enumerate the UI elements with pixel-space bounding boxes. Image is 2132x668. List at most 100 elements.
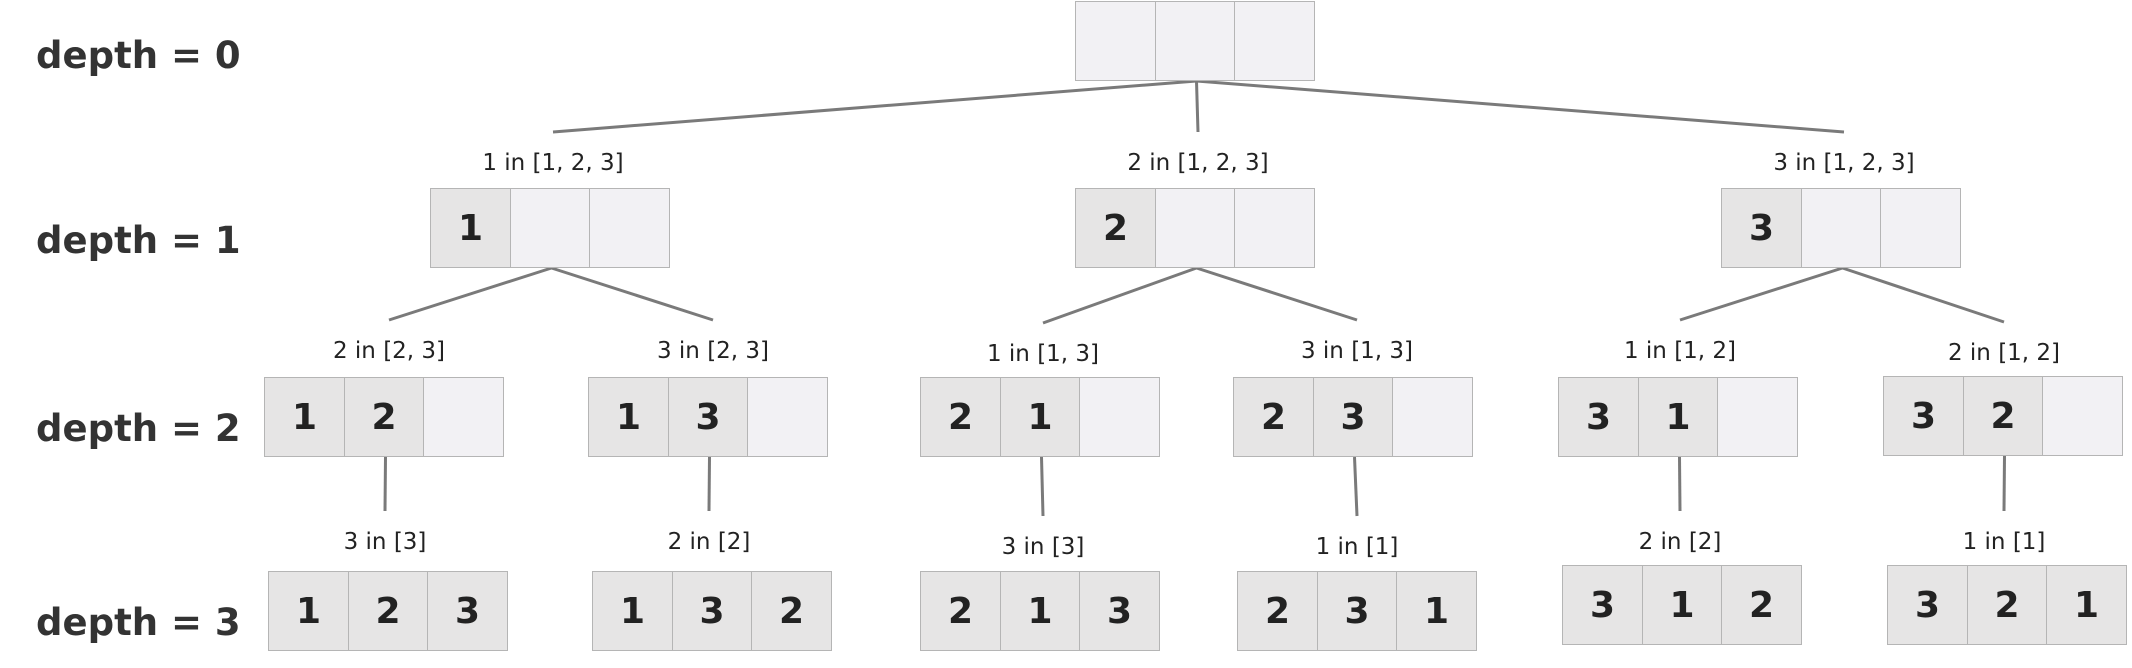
node-cell: 3: [671, 571, 753, 651]
tree-edge: [1195, 80, 1200, 133]
node-cell: 3: [1558, 377, 1639, 457]
node-cell: 1: [264, 377, 345, 457]
node-cell: 2: [920, 571, 1001, 651]
depth-label-1: depth = 1: [36, 219, 241, 262]
node-cell: 2: [751, 571, 832, 651]
node-cell: 2: [347, 571, 429, 651]
depth-label-3: depth = 3: [36, 601, 241, 644]
node-cell: 1: [268, 571, 349, 651]
node-cell: 1: [1641, 565, 1723, 645]
node-cell: [589, 188, 670, 268]
node-cell: 2: [1962, 376, 2044, 456]
node-cell: [1154, 1, 1236, 81]
branch-choice-label: 3 in [3]: [343, 529, 427, 555]
tree-edge: [1196, 266, 1358, 322]
tree-edge: [1842, 266, 2005, 324]
node-cell: [1234, 188, 1315, 268]
node-cell: 1: [592, 571, 673, 651]
node-cell: 2: [343, 377, 425, 457]
node-cell: [1234, 1, 1315, 81]
tree-node: 2: [1075, 188, 1315, 268]
node-cell: 3: [667, 377, 749, 457]
node-cell: 1: [430, 188, 511, 268]
node-cell: 3: [427, 571, 508, 651]
depth-label-2: depth = 2: [36, 407, 241, 450]
node-cell: 2: [1075, 188, 1156, 268]
node-cell: 2: [920, 377, 1001, 457]
branch-choice-label: 3 in [1, 2, 3]: [1773, 150, 1915, 176]
branch-choice-label: 1 in [1, 3]: [986, 341, 1100, 367]
tree-edge: [552, 79, 1197, 134]
node-cell: 1: [999, 377, 1081, 457]
node-cell: 3: [1316, 571, 1398, 651]
node-cell: [1154, 188, 1236, 268]
branch-choice-label: 2 in [1, 2]: [1947, 340, 2061, 366]
node-cell: 2: [1233, 377, 1314, 457]
node-cell: [747, 377, 828, 457]
depth-label-0: depth = 0: [36, 34, 241, 77]
node-cell: [1717, 377, 1798, 457]
node-cell: [2042, 376, 2123, 456]
tree-edge: [1679, 266, 1843, 322]
node-cell: 3: [1721, 188, 1802, 268]
node-cell: 3: [1312, 377, 1394, 457]
tree-edge: [551, 266, 714, 322]
tree-edge: [1196, 79, 1845, 134]
node-cell: [423, 377, 504, 457]
tree-node: [1075, 1, 1315, 81]
node-cell: 2: [1721, 565, 1802, 645]
node-cell: 3: [1079, 571, 1160, 651]
branch-choice-label: 1 in [1]: [1962, 529, 2046, 555]
branch-choice-label: 1 in [1]: [1315, 534, 1399, 560]
node-cell: 2: [1237, 571, 1318, 651]
branch-choice-label: 2 in [1, 2, 3]: [1127, 150, 1269, 176]
node-cell: 1: [999, 571, 1081, 651]
tree-edge: [2002, 455, 2006, 512]
tree-edge: [383, 456, 387, 512]
node-cell: 3: [1562, 565, 1643, 645]
branch-choice-label: 1 in [1, 2]: [1623, 338, 1737, 364]
branch-choice-label: 2 in [2, 3]: [332, 338, 446, 364]
branch-choice-label: 3 in [1, 3]: [1300, 338, 1414, 364]
branch-choice-label: 1 in [1, 2, 3]: [482, 150, 624, 176]
tree-node: 3: [1721, 188, 1961, 268]
tree-node: 1: [430, 188, 670, 268]
node-cell: [1075, 1, 1156, 81]
node-cell: 1: [1396, 571, 1477, 651]
branch-choice-label: 2 in [2]: [667, 529, 751, 555]
branch-choice-label: 3 in [2, 3]: [656, 338, 770, 364]
branch-choice-label: 3 in [3]: [1001, 534, 1085, 560]
node-cell: [1079, 377, 1160, 457]
tree-edge: [1678, 456, 1682, 512]
node-cell: 1: [2046, 565, 2127, 645]
node-cell: 1: [588, 377, 669, 457]
node-cell: [509, 188, 591, 268]
branch-choice-label: 2 in [2]: [1638, 529, 1722, 555]
node-cell: [1800, 188, 1882, 268]
node-cell: 1: [1637, 377, 1719, 457]
node-cell: [1880, 188, 1961, 268]
tree-edge: [707, 456, 711, 512]
tree-edge: [1040, 456, 1045, 517]
tree-edge: [1042, 266, 1198, 325]
tree-edge: [388, 266, 552, 322]
node-cell: 2: [1966, 565, 2048, 645]
tree-edge: [1353, 456, 1359, 517]
node-cell: 3: [1887, 565, 1968, 645]
node-cell: 3: [1883, 376, 1964, 456]
node-cell: [1392, 377, 1473, 457]
